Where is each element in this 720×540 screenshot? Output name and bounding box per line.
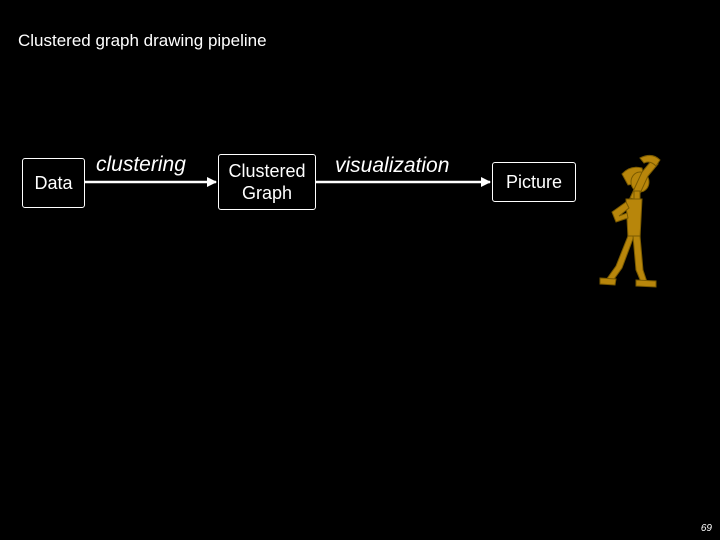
picture-node: Picture xyxy=(492,162,576,202)
page-number: 69 xyxy=(700,523,712,534)
data-node-label: Data xyxy=(34,173,73,193)
slide-title: Clustered graph drawing pipeline xyxy=(18,31,267,50)
clustered-graph-node: Clustered Graph xyxy=(218,154,316,210)
clustered-graph-label-line1: Clustered xyxy=(228,161,306,181)
clustering-step-label: clustering xyxy=(96,153,186,176)
data-node: Data xyxy=(22,158,85,208)
picture-node-label: Picture xyxy=(505,172,563,192)
clustered-graph-label-line2: Graph xyxy=(241,183,292,203)
visualization-step-label: visualization xyxy=(335,154,450,177)
thinking-stick-figure-icon xyxy=(599,154,661,288)
